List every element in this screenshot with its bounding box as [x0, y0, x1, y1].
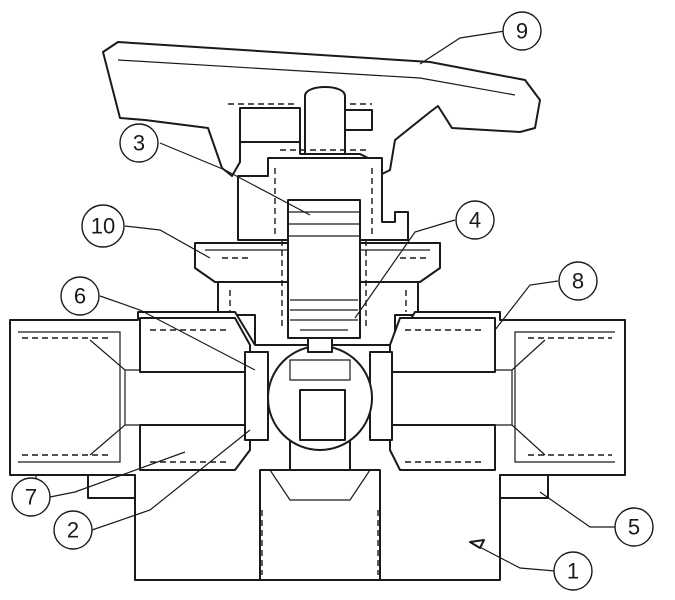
callout-6: 6 [60, 276, 100, 316]
leader-lines [49, 30, 615, 572]
callout-2: 2 [53, 510, 93, 550]
callout-10-label: 10 [91, 214, 115, 239]
seats [244, 351, 393, 441]
callout-8: 8 [558, 261, 598, 301]
ball [267, 337, 373, 451]
stem-top [239, 86, 373, 155]
callout-1-label: 1 [567, 559, 579, 584]
stem [281, 199, 367, 339]
callout-6-label: 6 [74, 284, 86, 309]
callout-8-label: 8 [572, 269, 584, 294]
callout-9: 9 [502, 11, 542, 51]
callout-5-label: 5 [628, 515, 640, 540]
callout-4: 4 [455, 200, 495, 240]
callout-2-label: 2 [67, 518, 79, 543]
callout-3: 3 [119, 123, 159, 163]
callout-5: 5 [614, 507, 654, 547]
callout-7-label: 7 [25, 485, 37, 510]
callout-4-label: 4 [469, 208, 481, 233]
callout-9-label: 9 [516, 19, 528, 44]
callout-10: 10 [81, 204, 125, 248]
callout-7: 7 [11, 477, 51, 517]
callout-1: 1 [553, 551, 593, 591]
callout-3-label: 3 [133, 131, 145, 156]
